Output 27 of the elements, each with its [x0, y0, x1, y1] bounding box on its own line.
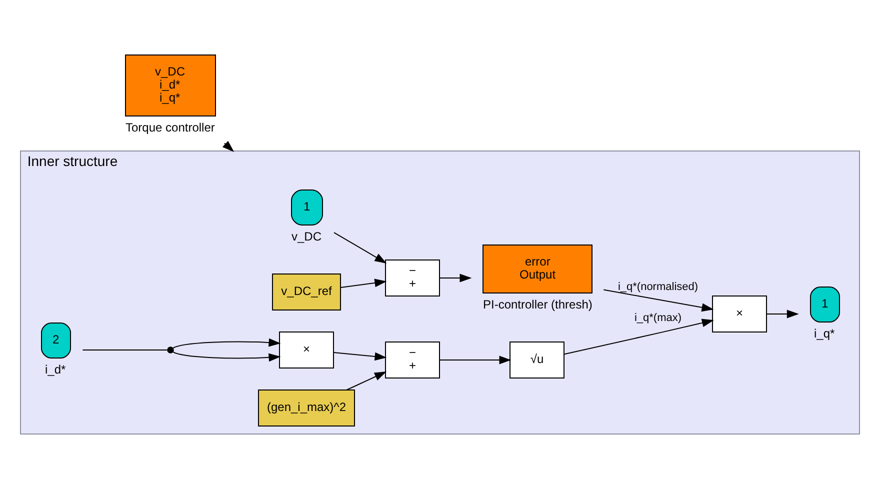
arrow — [439, 273, 472, 282]
arrow — [346, 371, 387, 390]
arrow — [564, 318, 714, 354]
arrow — [340, 278, 387, 288]
arrow — [334, 232, 387, 263]
arrow — [172, 350, 281, 362]
edge-label: i_q*(max) — [634, 311, 682, 324]
node-label: i_q* — [814, 326, 835, 340]
node-box: × — [712, 295, 767, 332]
node-box: (gen_i_max)^2 — [258, 389, 355, 426]
node-box: − + — [385, 341, 440, 378]
node-label: v_DC — [292, 229, 322, 244]
node-box: − + — [385, 259, 440, 296]
edge-label: i_q*(normalised) — [618, 280, 698, 292]
arrow — [766, 309, 799, 318]
arrow — [603, 288, 714, 312]
node-label: Torque controller — [126, 120, 215, 134]
node-circle — [167, 346, 174, 353]
node-box: × — [279, 331, 334, 368]
node-label: PI-controller (thresh) — [483, 297, 592, 312]
connector — [82, 349, 168, 350]
node-box: v_DC_ref — [272, 273, 341, 310]
arrow — [172, 338, 281, 348]
node-box: √u — [510, 341, 564, 378]
node-label: i_d* — [45, 362, 66, 376]
arrow — [333, 352, 387, 360]
arrow — [439, 355, 512, 364]
